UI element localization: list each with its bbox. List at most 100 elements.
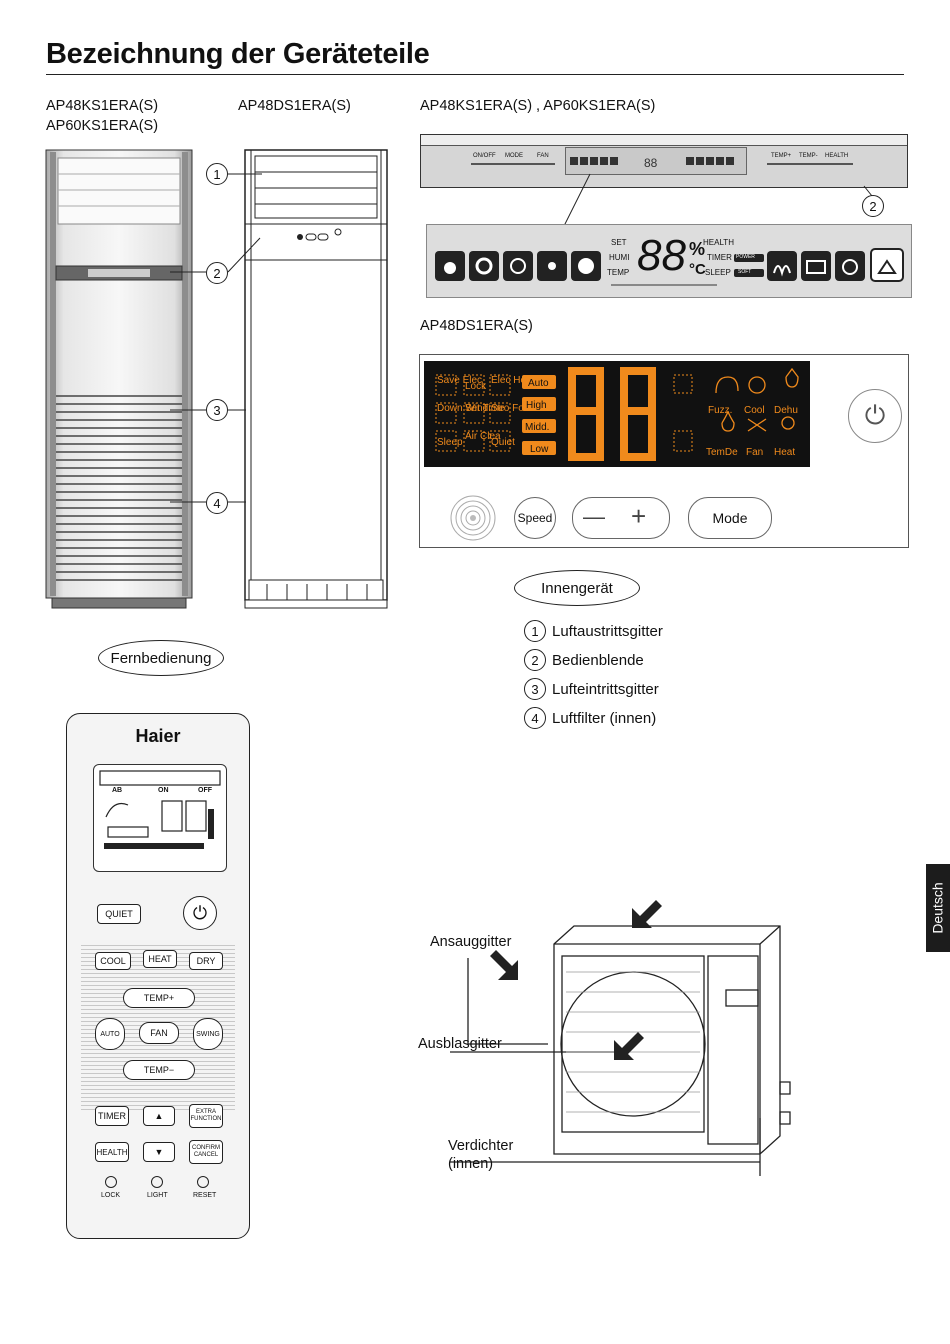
language-tab: Deutsch <box>926 864 950 952</box>
power-icon: ⏻ <box>864 400 886 430</box>
callout-1: 1 <box>206 163 228 185</box>
panel1-soft-label: SOFT <box>738 269 752 275</box>
panel1-sleep-label: SLEEP <box>705 268 731 277</box>
remote-swing-button[interactable]: SWING <box>193 1018 223 1050</box>
panel2-speed-low: Low <box>530 444 549 455</box>
outdoor-outlet-label: Ausblasgitter <box>418 1036 502 1052</box>
page-title: Bezeichnung der Geräteteile <box>46 38 430 70</box>
panel1-temp-label: TEMP <box>607 268 630 277</box>
remote-light-button[interactable] <box>151 1176 163 1188</box>
remote-temp-plus-button[interactable]: TEMP+ <box>123 988 195 1008</box>
panel2-sleep: Sleep <box>437 437 463 448</box>
remote-dry-button[interactable]: DRY <box>189 952 223 970</box>
panel2-speed-button[interactable]: Speed <box>514 497 556 539</box>
panel1-leader-lines <box>563 173 873 227</box>
outdoor-compressor-label-2: (innen) <box>448 1156 494 1172</box>
remote-quiet-button[interactable]: QUIET <box>97 904 141 924</box>
panel2-mode-fuzz: Fuzz. <box>708 405 732 416</box>
panel2-display: Save Elec Lock Elec Heat Down Wind Set T… <box>424 361 810 467</box>
panel2-temp-adjust: — + <box>572 497 670 539</box>
outdoor-compressor-label-1: Verdichter <box>448 1138 514 1154</box>
control-panel-ds: Save Elec Lock Elec Heat Down Wind Set T… <box>419 354 909 548</box>
callout-2: 2 <box>206 262 228 284</box>
remote-reset-button[interactable] <box>197 1176 209 1188</box>
remote-title: Fernbedienung <box>98 640 224 676</box>
panel2-down-wind: Down Wind <box>437 403 488 414</box>
panel1-temp-plus-button[interactable]: TEMP+ <box>771 153 792 159</box>
control-panel-ks: ON/OFF MODE FAN TEMP+ TEMP- HEALTH 88 <box>420 134 908 188</box>
panel1-timer-label: TIMER <box>707 253 732 262</box>
remote-timer-button[interactable]: TIMER <box>95 1106 129 1126</box>
panel2-save-elec: Save Elec <box>437 375 482 386</box>
remote-health-button[interactable]: HEALTH <box>95 1142 129 1162</box>
panel1-percent: % <box>689 239 706 259</box>
floor-unit-ds-drawing <box>244 149 388 609</box>
remote-control: Haier AB ON OFF QUIET ⏻ COOL HEAT DRY TE… <box>66 713 250 1239</box>
panel2-mode-button[interactable]: Mode <box>688 497 772 539</box>
panel1-mini-display: 88 <box>565 147 747 175</box>
panel1-mode-button[interactable]: MODE <box>505 153 523 159</box>
panel2-speed-midd: Midd. <box>525 422 549 433</box>
remote-lock-label: LOCK <box>101 1192 121 1199</box>
remote-lcd: AB ON OFF <box>93 764 227 872</box>
panel2-air-clea: Air Clea <box>465 431 501 442</box>
remote-cool-button[interactable]: COOL <box>95 952 131 970</box>
panel2-power-button[interactable]: ⏻ <box>848 389 902 443</box>
remote-lcd-off: OFF <box>198 787 212 794</box>
panel2-quiet: Quiet <box>491 437 515 448</box>
panel2-speed-high: High <box>526 400 547 411</box>
panel1-health-label: HEALTH <box>703 238 734 247</box>
triangle-up-icon: ▲ <box>154 1110 164 1121</box>
panel2-set-time: Set Time <box>465 403 505 414</box>
panel2-mode-dehu: Dehu <box>774 405 798 416</box>
panel1-temp-minus-button[interactable]: TEMP- <box>799 153 818 159</box>
panel2-mode-cool: Cool <box>744 405 765 416</box>
remote-reset-label: RESET <box>193 1192 217 1199</box>
panel1-onoff-button[interactable]: ON/OFF <box>473 153 496 159</box>
remote-down-button[interactable]: ▼ <box>143 1142 175 1162</box>
panel2-mode-heat: Heat <box>774 447 795 458</box>
remote-up-button[interactable]: ▲ <box>143 1106 175 1126</box>
model-label-left-2: AP60KS1ERA(S) <box>46 118 159 134</box>
remote-lock-button[interactable] <box>105 1176 117 1188</box>
remote-heat-button[interactable]: HEAT <box>143 950 177 968</box>
panel1-health-button[interactable]: HEALTH <box>825 153 849 159</box>
triangle-down-icon: ▼ <box>154 1146 164 1157</box>
panel2-mode-fan: Fan <box>746 447 763 458</box>
panel2-stro-force: Stro Force <box>491 403 538 414</box>
panel2-minus-button[interactable]: — <box>583 504 605 529</box>
callout-lines <box>170 173 262 503</box>
remote-extra-function-button[interactable]: EXTRA FUNCTION <box>189 1104 223 1128</box>
indoor-title: Innengerät <box>514 570 640 606</box>
panel1-callout-2: 2 <box>862 195 884 217</box>
outdoor-intake-label: Ansauggitter <box>430 934 512 950</box>
panel2-mode-temde: TemDe <box>706 447 738 458</box>
remote-fan-button[interactable]: FAN <box>139 1022 179 1044</box>
floor-unit-ks-drawing <box>45 149 193 609</box>
panel1-set-label: SET <box>611 238 627 247</box>
panel1-celsius: °C <box>689 261 706 278</box>
panel2-elec-heat: Elec Heat <box>491 375 535 386</box>
callout-3: 3 <box>206 399 228 421</box>
remote-power-button[interactable]: ⏻ <box>183 896 217 930</box>
remote-lcd-ab: AB <box>112 787 123 794</box>
model-label-panel1: AP48KS1ERA(S) , AP60KS1ERA(S) <box>420 98 656 114</box>
panel1-display-enlarged: SET HUMI TEMP 88 % °C HEALTH TIMER SLEEP… <box>426 224 912 298</box>
remote-light-label: LIGHT <box>147 1192 168 1199</box>
panel1-digits: 88 <box>637 231 686 280</box>
panel1-power-label: POWER <box>736 254 755 260</box>
panel1-fan-button[interactable]: FAN <box>537 153 549 159</box>
remote-confirm-cancel-button[interactable]: CONFIRM CANCEL <box>189 1140 223 1164</box>
panel2-plus-button[interactable]: + <box>631 501 647 531</box>
remote-brand-logo: Haier <box>135 726 181 746</box>
panel1-humi-label: HUMI <box>609 253 630 262</box>
remote-temp-minus-button[interactable]: TEMP− <box>123 1060 195 1080</box>
svg-text:88: 88 <box>644 156 658 170</box>
remote-auto-button[interactable]: AUTO <box>95 1018 125 1050</box>
remote-lcd-on: ON <box>158 787 169 794</box>
